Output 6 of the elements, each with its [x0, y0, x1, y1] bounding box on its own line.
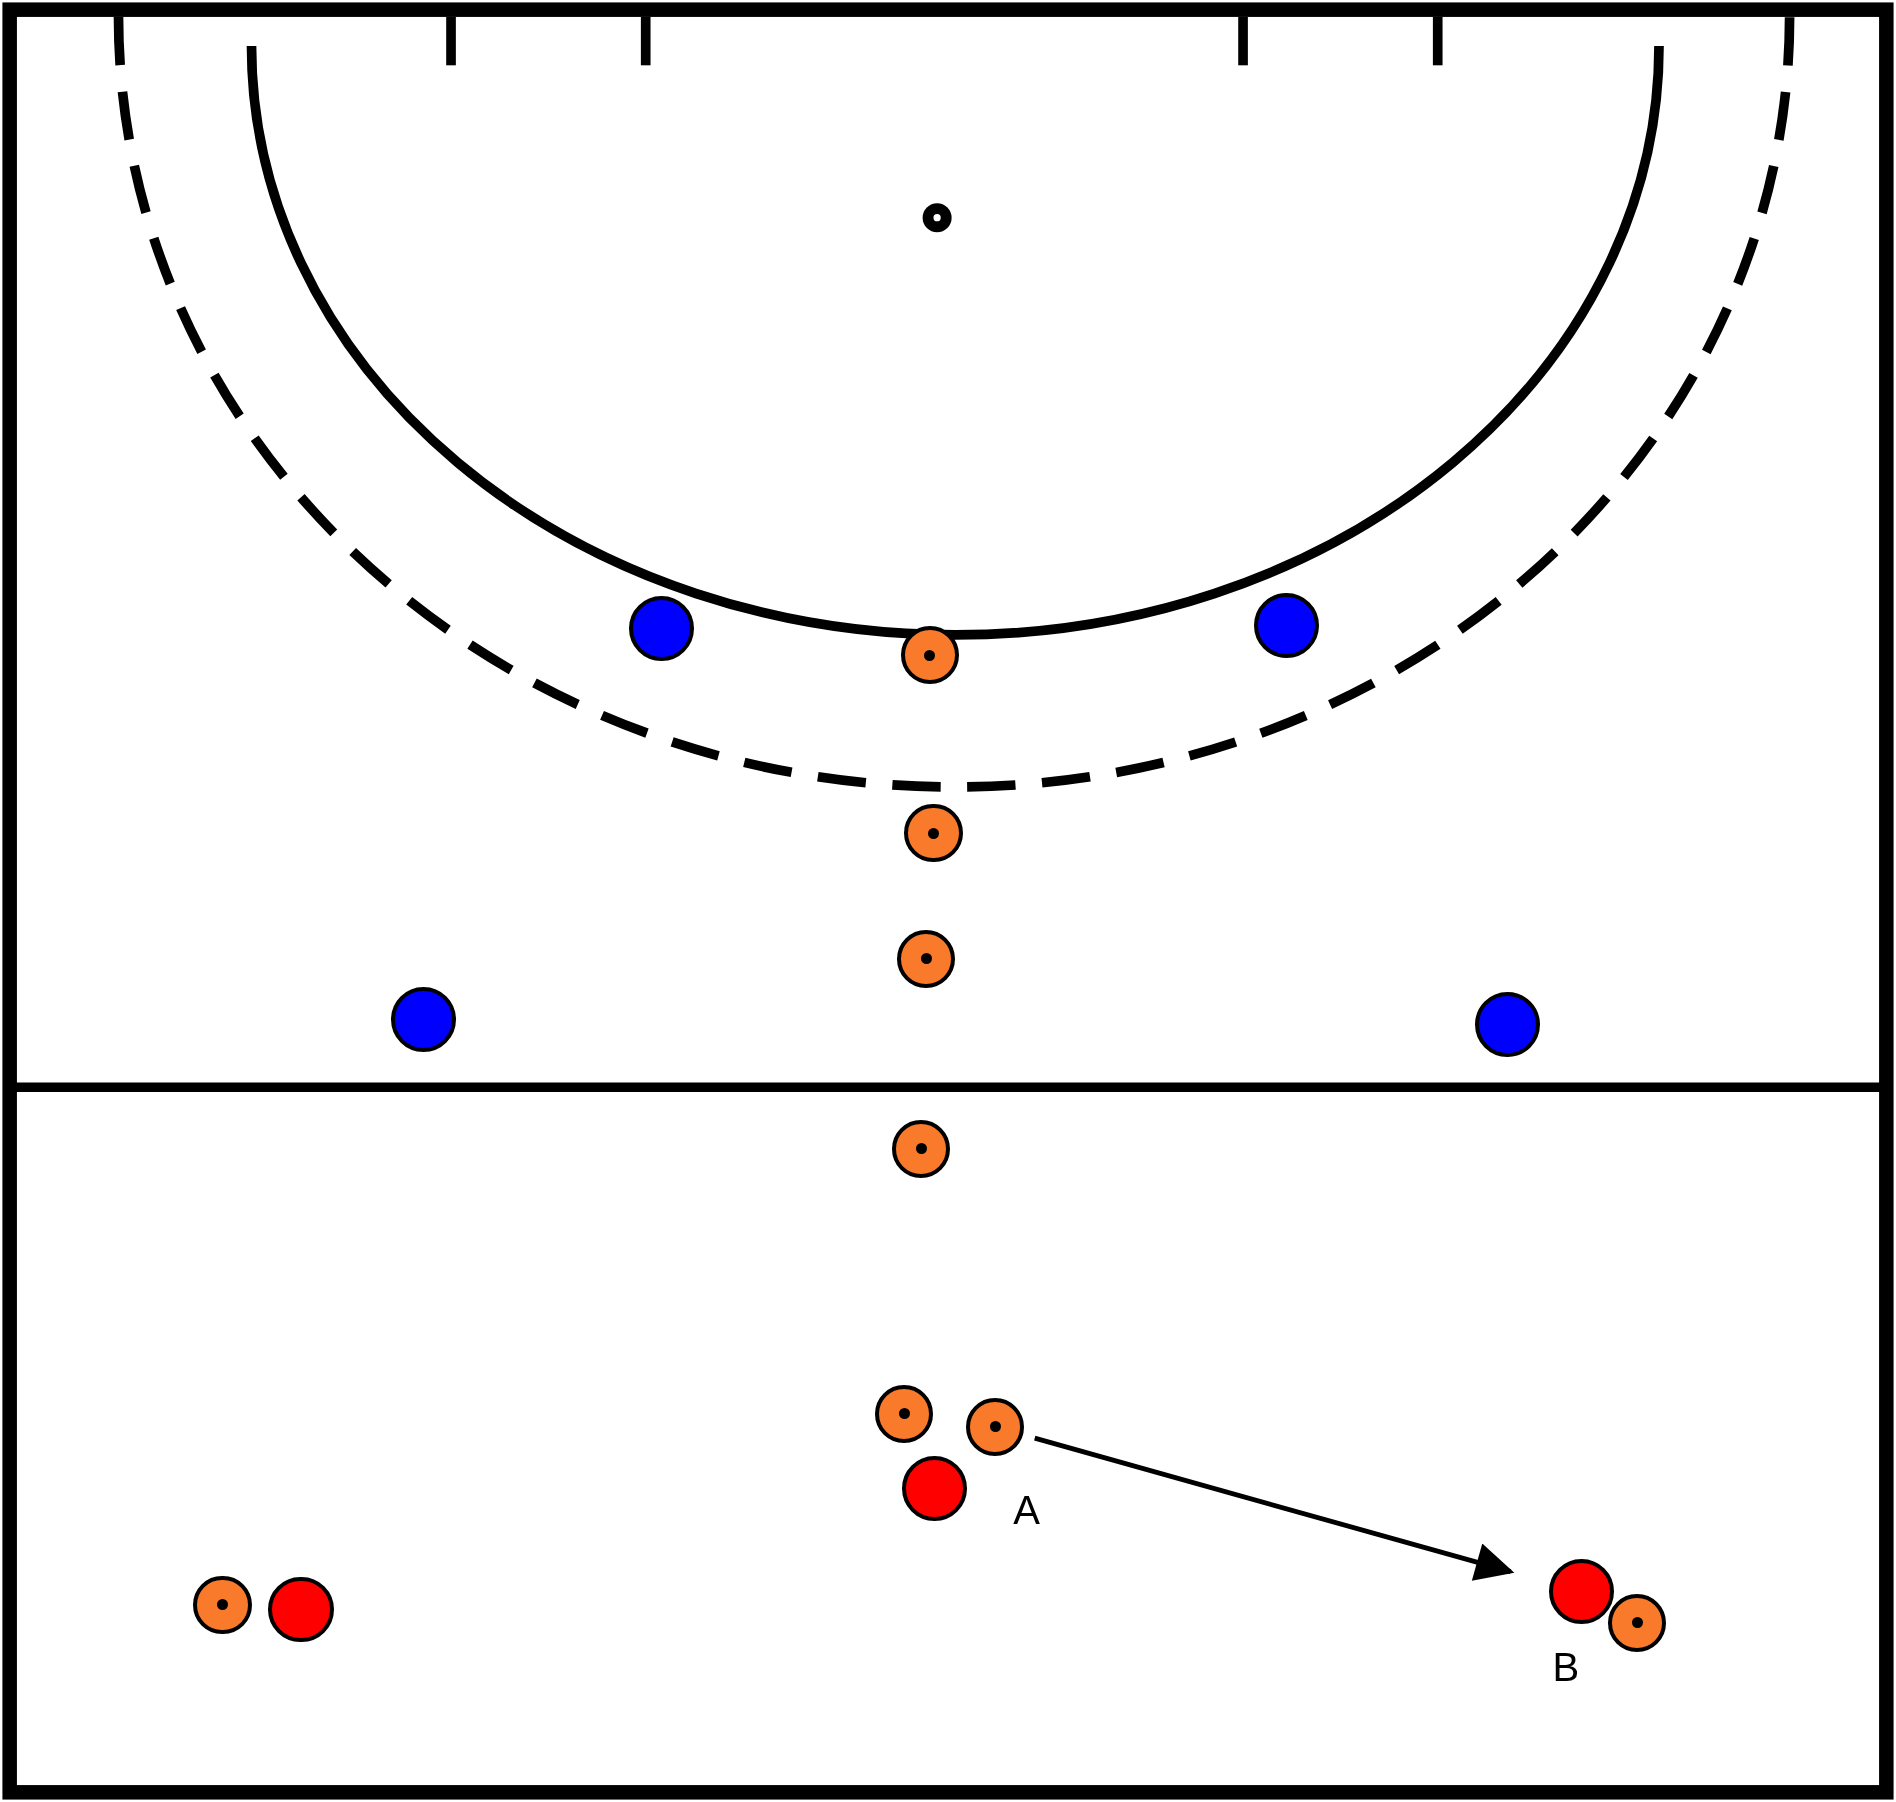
cone-marker	[904, 804, 963, 863]
position-letter: B	[1552, 1646, 1580, 1687]
arrow	[1034, 1435, 1515, 1581]
cone-marker	[900, 626, 959, 685]
cone-marker	[193, 1575, 252, 1634]
position-letter: A	[1013, 1489, 1040, 1530]
